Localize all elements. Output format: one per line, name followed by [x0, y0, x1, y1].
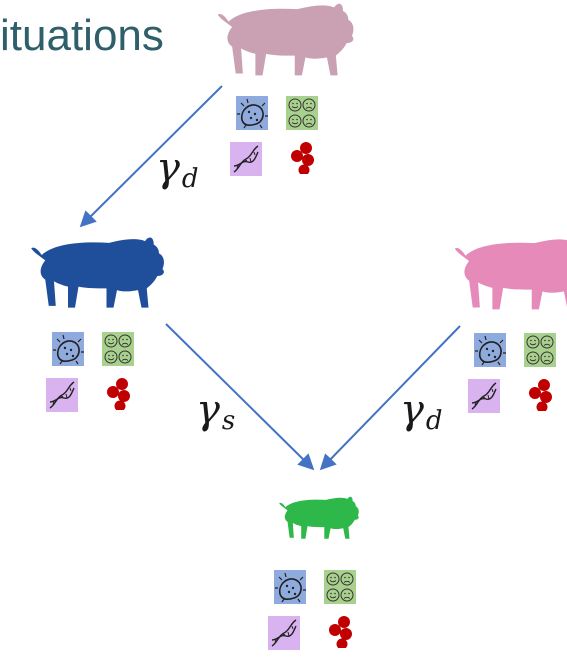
right-dna-icon — [468, 379, 500, 413]
left-red-cells-icon — [107, 378, 130, 410]
bottom-pig-icon — [276, 494, 360, 542]
right-pig-icon — [446, 236, 567, 312]
top-faces-icon — [286, 96, 318, 130]
arrow-top-to-left — [79, 85, 223, 228]
top-red-cells-icon — [291, 142, 314, 174]
right-red-cells-icon — [529, 379, 552, 411]
bottom-bacteria-icon — [274, 570, 306, 604]
left-dna-icon — [46, 378, 78, 412]
slide-title-fragment: ituations — [0, 11, 164, 60]
left-bacteria-icon — [52, 332, 84, 366]
bottom-dna-icon — [268, 616, 300, 650]
gamma-d-top-left: γd — [156, 145, 199, 194]
left-pig-icon — [26, 235, 166, 311]
arrow-left-to-bottom — [165, 323, 315, 471]
bottom-faces-icon — [324, 570, 356, 604]
top-pig-icon — [200, 2, 368, 78]
right-bacteria-icon — [474, 333, 506, 367]
top-bacteria-icon — [236, 96, 268, 130]
right-faces-icon — [524, 333, 556, 367]
bottom-red-cells-icon — [329, 616, 352, 648]
left-faces-icon — [102, 332, 134, 366]
top-dna-icon — [230, 142, 262, 176]
gamma-d-right-bottom: γd — [400, 387, 443, 436]
arrow-right-to-bottom — [319, 325, 461, 471]
gamma-s-left-bottom: γs — [196, 387, 236, 436]
